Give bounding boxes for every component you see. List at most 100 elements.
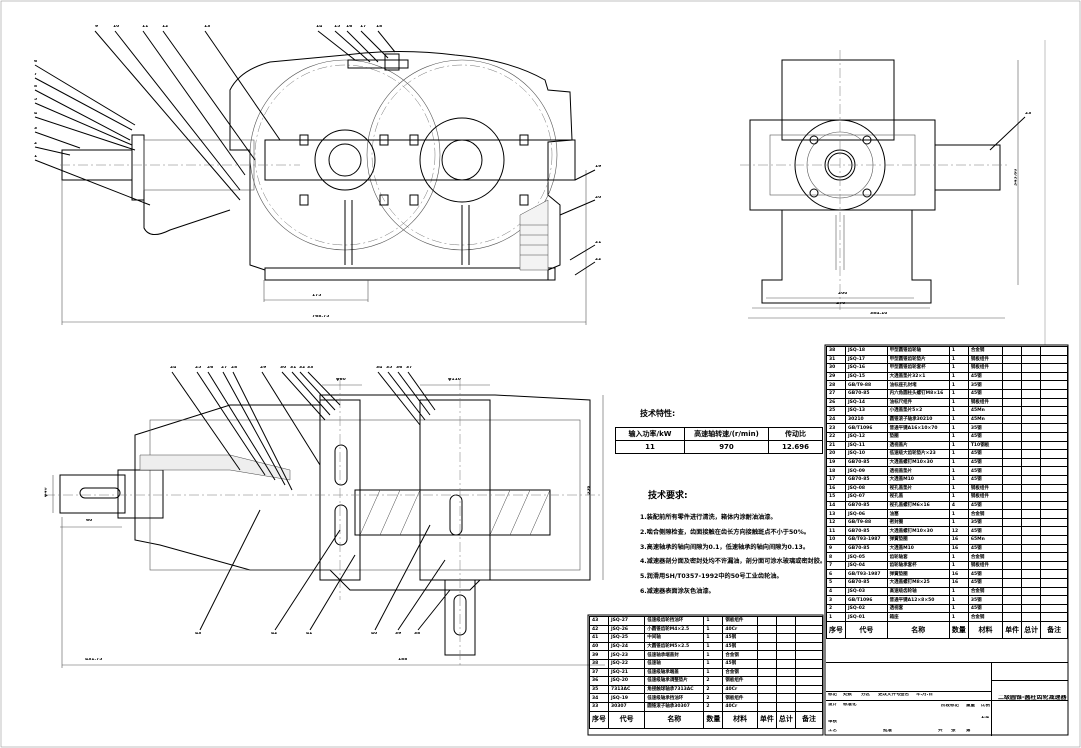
parts-cell-empty	[1002, 363, 1023, 373]
parts-header-remark: 备注	[794, 710, 824, 729]
parts-cell-empty	[756, 667, 777, 678]
parts-cell: 透视盖片	[886, 440, 950, 451]
parts-cell: GB70-85	[845, 457, 888, 468]
balloon: 30	[280, 366, 287, 370]
parts-cell: 1	[948, 466, 969, 476]
balloon: 29	[260, 366, 267, 370]
parts-cell-empty	[1002, 578, 1023, 588]
tb-scale-label: 比例	[981, 704, 990, 708]
parts-header-no: 序号	[589, 710, 609, 729]
parts-cell-empty	[756, 616, 777, 626]
parts-cell: 高速级齿轮轴	[886, 586, 950, 597]
balloon: 28	[231, 366, 238, 370]
parts-cell: 45钢	[722, 641, 758, 652]
parts-cell-empty	[1021, 578, 1042, 588]
parts-cell-empty	[1002, 354, 1023, 365]
tech-req-item: 6.减速器表面涂灰色油漆。	[640, 588, 715, 595]
parts-cell: 16	[948, 569, 969, 580]
dim-front-total: 768.75	[312, 315, 330, 319]
parts-cell: 油标座孔封堵	[886, 380, 950, 390]
parts-cell-empty	[794, 684, 824, 695]
parts-cell: 钢板组件	[967, 483, 1004, 494]
parts-cell-empty	[1021, 414, 1042, 425]
parts-cell-empty	[775, 650, 796, 660]
balloon: 36	[396, 366, 403, 370]
parts-cell: 大圆锥齿轮M5×2.5	[644, 641, 705, 652]
parts-cell: 38	[826, 346, 846, 356]
balloon: 7	[34, 73, 38, 77]
dim-side-height: 345.60	[1014, 168, 1019, 186]
front-leaders	[34, 30, 596, 276]
parts-cell: 1	[703, 633, 724, 643]
parts-cell: 3	[826, 595, 846, 605]
parts-cell: 1	[703, 641, 724, 652]
balloon: 11	[142, 25, 149, 29]
parts-cell-empty	[1040, 492, 1068, 502]
parts-cell-empty	[1021, 406, 1042, 416]
parts-cell: 4	[948, 500, 969, 511]
parts-cell: 圆锥滚子轴承30307	[644, 701, 705, 712]
parts-cell-empty	[1021, 500, 1042, 511]
parts-cell-empty	[1002, 346, 1023, 356]
balloon: 13	[204, 25, 211, 29]
parts-cell-empty	[756, 633, 777, 643]
parts-cell: GB/T9-88	[845, 517, 888, 528]
balloon: 24	[170, 366, 177, 370]
parts-cell: 1	[948, 560, 969, 571]
parts-cell-empty	[1040, 346, 1068, 356]
balloon: 16	[346, 25, 353, 29]
parts-cell-empty	[1040, 543, 1068, 554]
parts-cell: 1	[948, 354, 969, 365]
parts-cell: GB70-85	[845, 500, 888, 511]
parts-cell: 1	[948, 414, 969, 425]
parts-cell: 甲型圆锥齿轮垫片	[886, 354, 950, 365]
balloon: 41	[306, 632, 313, 636]
tb-approve: 批准	[883, 729, 892, 733]
bearing-bore	[441, 139, 483, 181]
parts-cell: 低速级轴承调整垫片	[644, 676, 705, 686]
parts-cell: 小圆锥齿轮M4×2.5	[644, 624, 705, 635]
parts-cell-empty	[1002, 569, 1023, 580]
end-cover	[131, 134, 145, 201]
parts-cell: 45钢	[967, 569, 1004, 580]
parts-cell-empty	[1040, 603, 1068, 614]
dim-fit1: φ60	[336, 378, 346, 382]
parts-cell: 1	[948, 423, 969, 433]
parts-cell: GB70-85	[845, 543, 888, 554]
parts-cell: 14	[826, 500, 846, 511]
balloon: 20	[595, 196, 602, 200]
balloon: 40	[371, 632, 378, 636]
parts-header-row: 序号代号名称数量材料单件总计备注	[826, 621, 1068, 639]
parts-cell: 15	[826, 492, 846, 502]
bearing-boss	[314, 129, 376, 191]
parts-cell: 低速级轴承挡油环	[644, 693, 705, 703]
parts-cell-empty	[1002, 397, 1023, 408]
parts-cell-empty	[1021, 526, 1042, 537]
parts-cell: 低速轴	[644, 658, 705, 669]
parts-cell: 45钢	[722, 658, 758, 669]
balloon: 23	[1025, 112, 1032, 116]
parts-cell: GB/T93-1987	[845, 535, 888, 545]
front-view	[60, 51, 587, 325]
parts-cell: 大透盖垫片32×1	[886, 371, 950, 382]
parts-cell: 2	[826, 603, 846, 614]
parts-cell-empty	[1021, 431, 1042, 442]
parts-cell: 31	[826, 354, 846, 365]
parts-cell-empty	[1002, 500, 1023, 511]
balloon: 25	[195, 366, 202, 370]
